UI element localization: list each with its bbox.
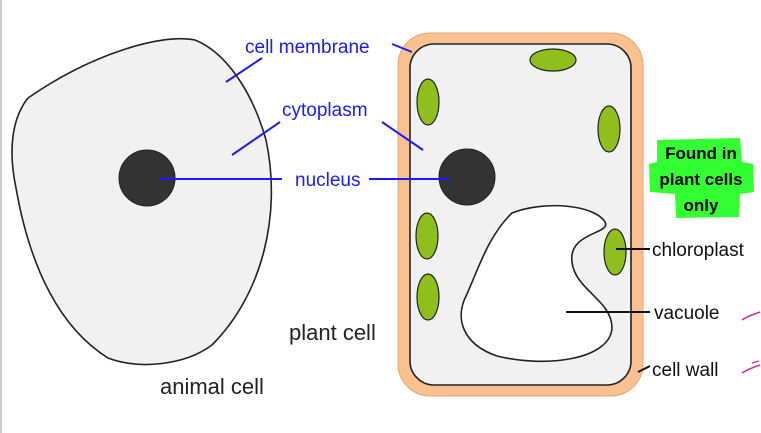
label-cell-wall: cell wall bbox=[652, 360, 719, 381]
chloroplast-left-3 bbox=[416, 273, 440, 321]
plant-nucleus bbox=[438, 148, 496, 206]
note-line-2: plant cells bbox=[659, 170, 742, 189]
leader-cytoplasm-animal bbox=[231, 121, 281, 156]
label-plant-cell: plant cell bbox=[289, 320, 376, 345]
label-vacuole: vacuole bbox=[654, 303, 720, 324]
label-animal-cell: animal cell bbox=[160, 374, 264, 399]
chloroplast-left-2 bbox=[415, 212, 439, 260]
chloroplast-right-2 bbox=[603, 228, 627, 276]
leader-cell-membrane-animal bbox=[225, 57, 263, 83]
leader-cell-wall bbox=[637, 365, 651, 373]
note-line-1: Found in bbox=[665, 144, 737, 163]
label-cell-membrane: cell membrane bbox=[245, 37, 370, 58]
label-cytoplasm: cytoplasm bbox=[282, 100, 368, 121]
leader-cell-membrane-plant bbox=[391, 43, 413, 53]
chloroplast-right-1 bbox=[597, 105, 621, 153]
note-line-3: only bbox=[684, 196, 719, 215]
label-chloroplast: chloroplast bbox=[652, 240, 745, 261]
pen-mark-vacuole bbox=[741, 311, 761, 321]
chloroplast-top bbox=[529, 48, 577, 72]
vacuole bbox=[460, 204, 613, 363]
pen-mark-cell-wall bbox=[741, 364, 761, 374]
chloroplast-left-1 bbox=[416, 78, 440, 126]
pen-mark-cell-wall-tick bbox=[751, 360, 760, 364]
label-nucleus: nucleus bbox=[295, 170, 361, 191]
leader-cytoplasm-plant bbox=[381, 121, 424, 151]
note-highlight bbox=[649, 138, 754, 218]
